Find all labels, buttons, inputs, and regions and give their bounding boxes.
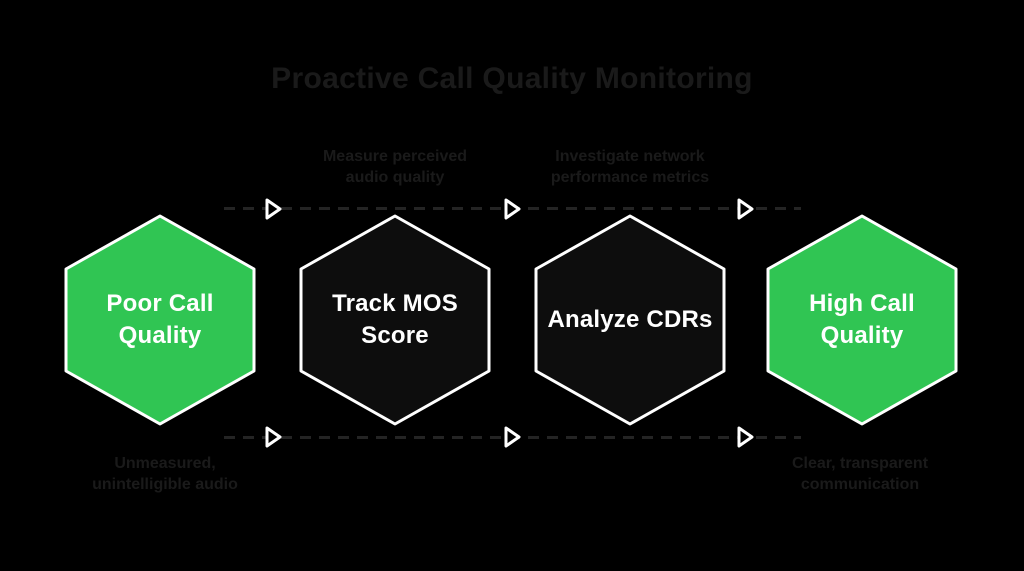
hexagon-label: Poor Call Quality (63, 214, 257, 426)
arrow-right-icon (733, 195, 757, 223)
hexagon-label-line: Score (361, 322, 429, 349)
hexagon-shape (534, 214, 726, 426)
arrow-right-icon (500, 423, 524, 451)
caption-line: Clear, transparent (791, 455, 929, 472)
hexagon-label-line: Track MOS (332, 290, 458, 317)
caption-investigate-network: Investigate network performance metrics (551, 146, 709, 188)
hexagon-label-line: High Call (809, 290, 915, 317)
caption-measure-perceived: Measure perceived audio quality (323, 146, 467, 188)
hexagon-track-mos-score: Track MOS Score (298, 214, 492, 426)
hexagon-label-line: Quality (820, 322, 904, 349)
hexagon-label-line: Quality (118, 322, 202, 349)
caption-line: audio quality (345, 169, 445, 186)
hexagon-label-line: Analyze CDRs (547, 306, 713, 333)
caption-line: Measure perceived (322, 148, 468, 165)
caption-line: unintelligible audio (92, 476, 238, 493)
arrow-right-icon (733, 423, 757, 451)
page-title: Proactive Call Quality Monitoring (271, 62, 753, 95)
arrow-right-icon (500, 195, 524, 223)
hexagon-label: Analyze CDRs (533, 214, 727, 426)
hexagon-shape (64, 214, 256, 426)
caption-unmeasured-audio: Unmeasured, unintelligible audio (92, 453, 238, 495)
caption-line: performance metrics (550, 169, 710, 186)
caption-line: Unmeasured, (114, 455, 216, 472)
caption-clear-communication: Clear, transparent communication (792, 453, 928, 495)
caption-line: Investigate network (555, 148, 705, 165)
hexagon-analyze-cdrs: Analyze CDRs (533, 214, 727, 426)
hexagon-label-line: Poor Call (106, 290, 214, 317)
hexagon-shape (766, 214, 958, 426)
hexagon-label: High Call Quality (765, 214, 959, 426)
hexagon-label: Track MOS Score (298, 214, 492, 426)
caption-line: communication (800, 476, 920, 493)
hexagon-high-call-quality: High Call Quality (765, 214, 959, 426)
arrow-right-icon (261, 423, 285, 451)
arrow-right-icon (261, 195, 285, 223)
hexagon-poor-call-quality: Poor Call Quality (63, 214, 257, 426)
hexagon-shape (299, 214, 491, 426)
